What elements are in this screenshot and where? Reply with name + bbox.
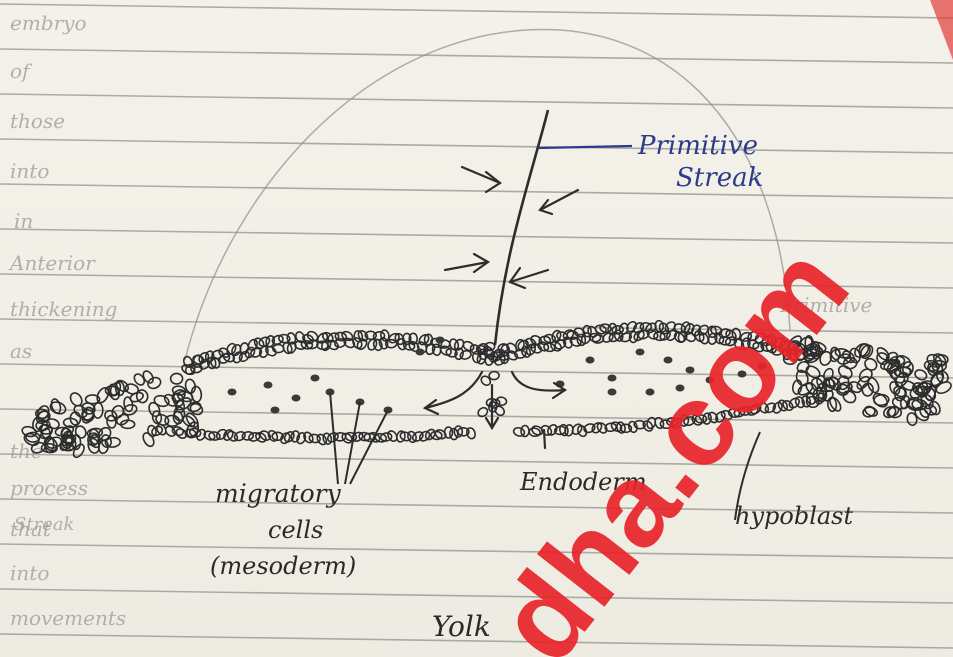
cell [175,427,189,440]
rule-line [0,454,953,468]
cell [934,380,953,396]
migratory-cell [416,349,425,356]
faint-word: into [10,159,49,183]
cell [198,358,212,371]
rule-line [0,94,953,108]
migratory-cells-label-2: cells [268,516,323,544]
migratory-cell [586,357,595,364]
migratory-cell [311,375,320,382]
faint-word: embryo [10,11,87,35]
cell [913,368,928,381]
cell [379,337,389,349]
faint-word: in [14,209,33,233]
faint-word: Anterior [8,251,96,275]
migratory-cell [608,375,617,382]
faint-word: process [10,476,88,500]
primitive-streak-label-2: Streak [676,163,763,193]
cell [841,389,858,405]
cell [479,374,492,387]
migratory-cells-label: migratory [215,479,342,508]
cell [187,402,201,413]
cell [489,371,500,380]
primitive-streak-label: Primitive [637,131,758,161]
migratory-cell [271,407,280,414]
mesoderm-label: (mesoderm) [210,552,356,580]
cell [50,398,62,414]
cell [493,404,506,417]
cell [866,376,881,394]
left-cell-mass [21,354,204,459]
faint-word: thickening [10,297,117,321]
migratory-cell [292,395,301,402]
cell [827,397,837,411]
faint-word: into [10,561,49,585]
rule-line [0,184,953,198]
primitive-streak-line [495,110,548,345]
migratory-cell [264,382,273,389]
rule-line [0,544,953,558]
faint-word-blue: Streak [14,514,74,535]
migratory-cell [228,389,237,396]
rule-line [0,139,953,153]
hypoblast-label: hypoblast [735,502,853,530]
cell [465,427,476,440]
cell [165,415,180,427]
cell [521,425,529,436]
cell [215,428,228,441]
yolk-label: Yolk [432,610,491,643]
paper-edge [930,0,953,60]
cell [576,424,588,437]
cell [496,396,507,406]
migratory-cell [608,389,617,396]
cell [153,394,170,408]
cell [71,442,86,459]
migratory-cell [636,349,645,356]
rule-line [0,49,953,63]
cell [592,335,604,344]
cell [171,373,183,384]
rule-line [0,4,953,18]
rule-line [0,409,953,423]
cell [459,349,472,360]
cell [123,396,134,412]
faint-word: of [10,59,33,83]
watermark: dha.com [471,222,874,657]
migratory-cell [436,337,445,344]
rule-line [0,229,953,243]
faint-word: those [10,109,65,133]
convergence-arrows [445,167,578,288]
cell [847,380,863,395]
cell [901,379,917,391]
faint-word: movements [10,606,126,630]
faint-word: as [10,339,32,363]
